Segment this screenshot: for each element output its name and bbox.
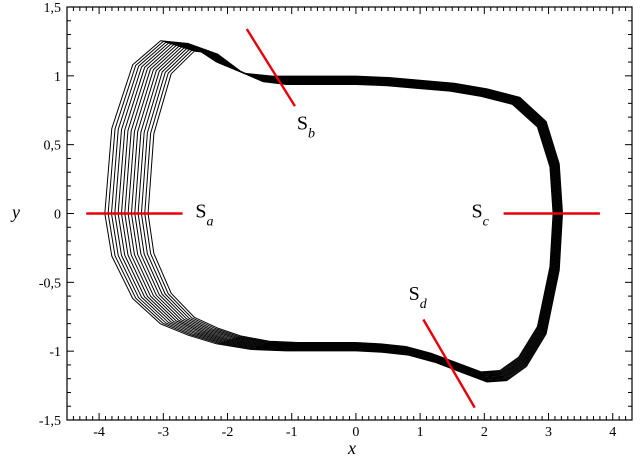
x-tick-label: 1: [417, 425, 424, 440]
x-tick-label: 3: [545, 425, 552, 440]
y-tick-label: -1,5: [39, 414, 61, 429]
orbit-line: [110, 41, 562, 381]
x-axis-label: x: [347, 438, 356, 458]
section-label-c: Sc: [471, 201, 489, 230]
section-label-a: Sa: [195, 201, 213, 230]
section-line-b: [245, 28, 296, 107]
x-tick-label: -2: [222, 425, 234, 440]
ticks: [66, 6, 633, 421]
x-tick-label: 0: [352, 425, 359, 440]
x-tick-label: -1: [286, 425, 298, 440]
orbit-line: [130, 46, 558, 377]
section-label-d: Sd: [409, 283, 428, 312]
x-tick-label: 4: [609, 425, 616, 440]
section-label-subscript: a: [207, 215, 214, 230]
orbit-line: [114, 42, 561, 381]
section-label-subscript: d: [420, 297, 428, 312]
orbit-line: [120, 44, 560, 379]
x-tick-label: 2: [481, 425, 488, 440]
section-line-d: [422, 318, 476, 409]
y-tick-label: 1: [54, 70, 61, 85]
orbit-line: [107, 41, 563, 382]
y-tick-label: 0: [54, 208, 61, 223]
tick-labels: -4 -3 -2 -1 0 1 2 3 4 -1,5 -1 -0,5 0 0,5 1 1,5: [39, 1, 616, 440]
x-tick-label: -3: [157, 425, 169, 440]
y-tick-label: 0,5: [44, 139, 62, 154]
orbit-line: [147, 50, 554, 373]
orbit-line: [104, 40, 564, 383]
section-label-b: Sb: [297, 112, 315, 141]
y-tick-label: -1: [49, 345, 61, 360]
y-tick-label: -0,5: [39, 276, 61, 291]
attractor-curves: [104, 40, 564, 383]
y-axis-label: y: [10, 202, 20, 222]
y-tick-label: 1,5: [44, 1, 62, 16]
x-tick-label: -4: [93, 425, 105, 440]
section-label-subscript: c: [483, 215, 490, 230]
section-label-subscript: b: [308, 126, 315, 141]
